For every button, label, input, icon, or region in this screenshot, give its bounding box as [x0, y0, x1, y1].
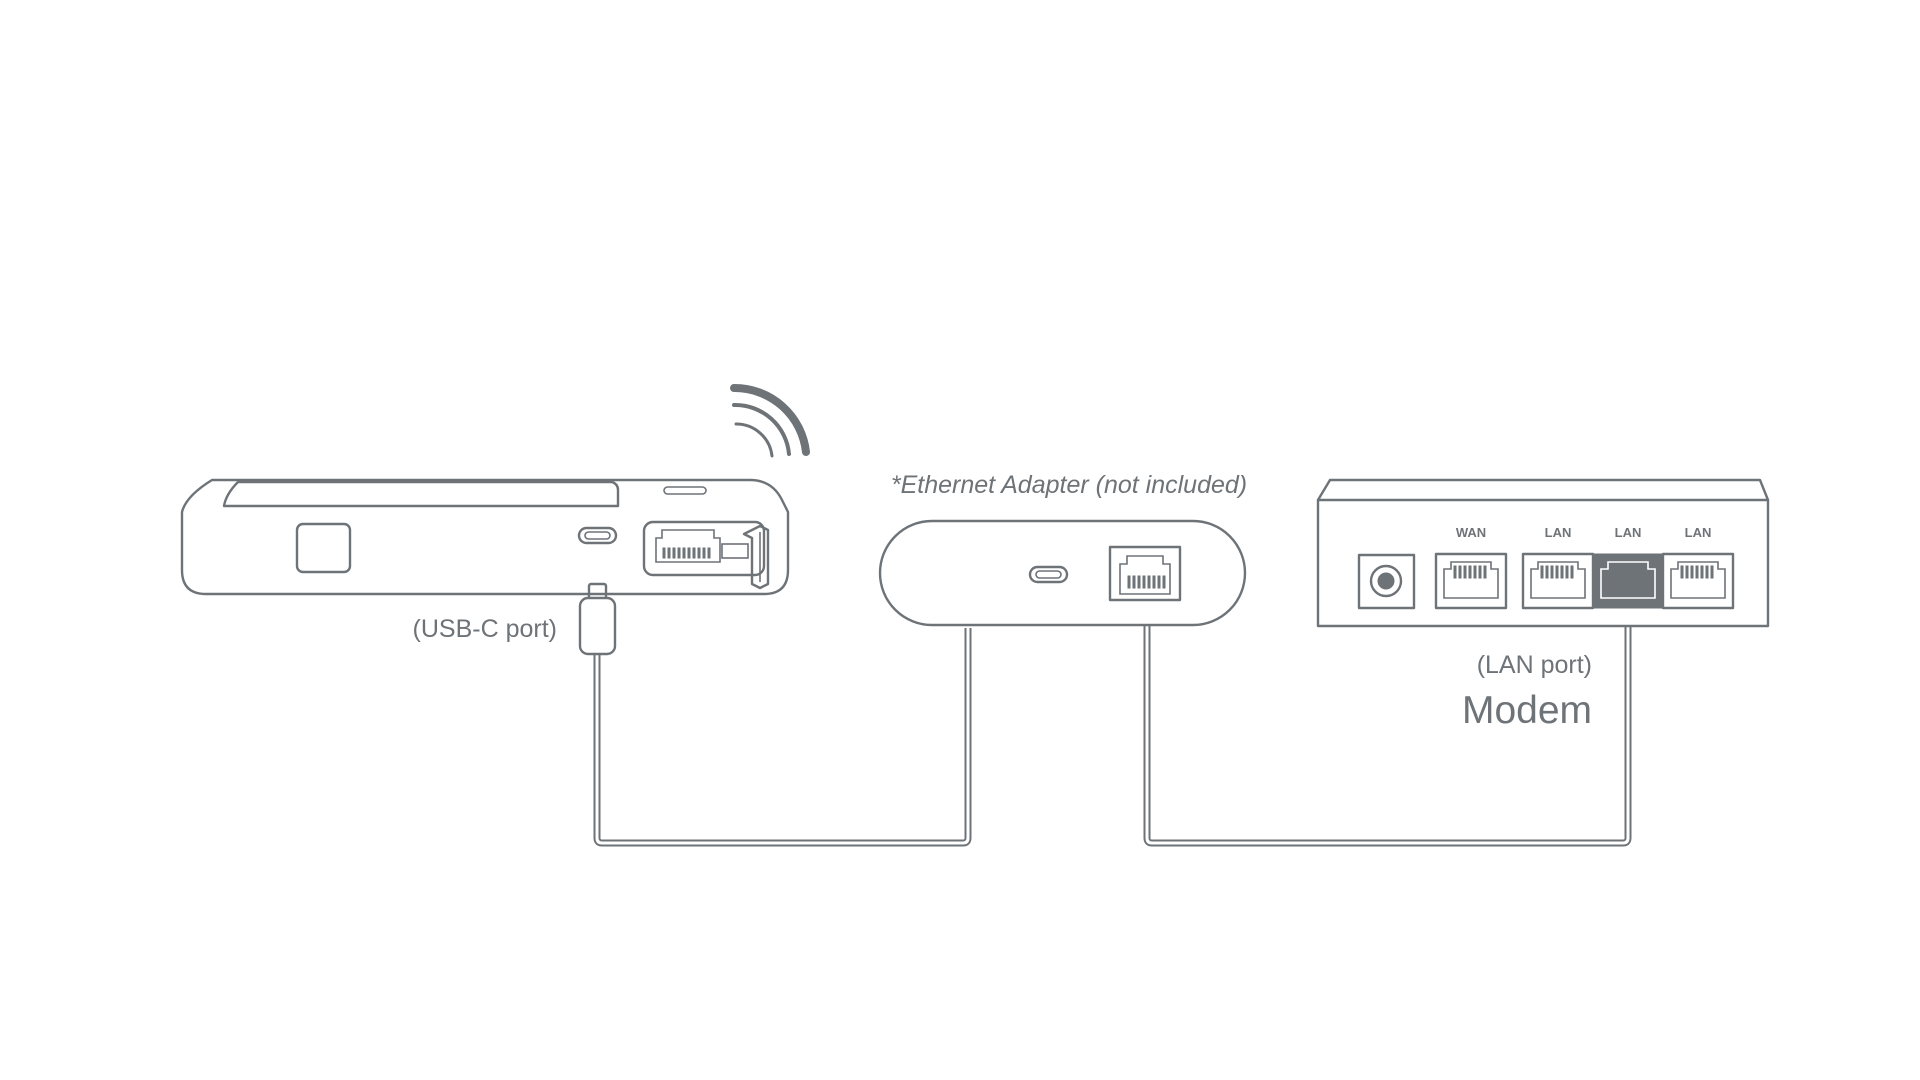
- usb-c-plug: [578, 582, 617, 656]
- adapter-body: [878, 519, 1247, 627]
- usb-c-cable: [593, 628, 972, 847]
- port-label-wan: WAN: [1456, 525, 1486, 540]
- ethernet-port-icon: [1108, 545, 1182, 602]
- modem-port-lan-3: [1661, 552, 1735, 610]
- usb-c-port-icon: [577, 526, 618, 545]
- modem-label: Modem: [1462, 689, 1592, 732]
- port-label-lan-3: LAN: [1685, 525, 1712, 540]
- hotspot-body: [180, 478, 790, 596]
- modem: WAN LAN LAN LAN: [1316, 478, 1770, 628]
- port-label-lan-2: LAN: [1615, 525, 1642, 540]
- ethernet-port-icon: [642, 520, 770, 590]
- lan-port-label: (LAN port): [1477, 651, 1592, 679]
- power-jack-icon: [1357, 553, 1416, 610]
- ethernet-adapter-label: *Ethernet Adapter (not included): [891, 471, 1247, 499]
- ethernet-adapter: [878, 519, 1247, 627]
- modem-port-lan-2-highlighted: [1592, 553, 1664, 609]
- usb-c-port-icon: [1028, 565, 1069, 584]
- port-label-lan-1: LAN: [1545, 525, 1572, 540]
- wifi-signal-icon: [730, 383, 810, 458]
- cables: [593, 598, 1632, 847]
- hotspot-screen: [222, 480, 620, 508]
- usb-c-port-label: (USB-C port): [413, 615, 557, 643]
- hotspot-device: [180, 478, 790, 656]
- modem-port-wan: [1434, 552, 1508, 610]
- hotspot-top-slot: [663, 486, 707, 495]
- power-button: [295, 522, 352, 574]
